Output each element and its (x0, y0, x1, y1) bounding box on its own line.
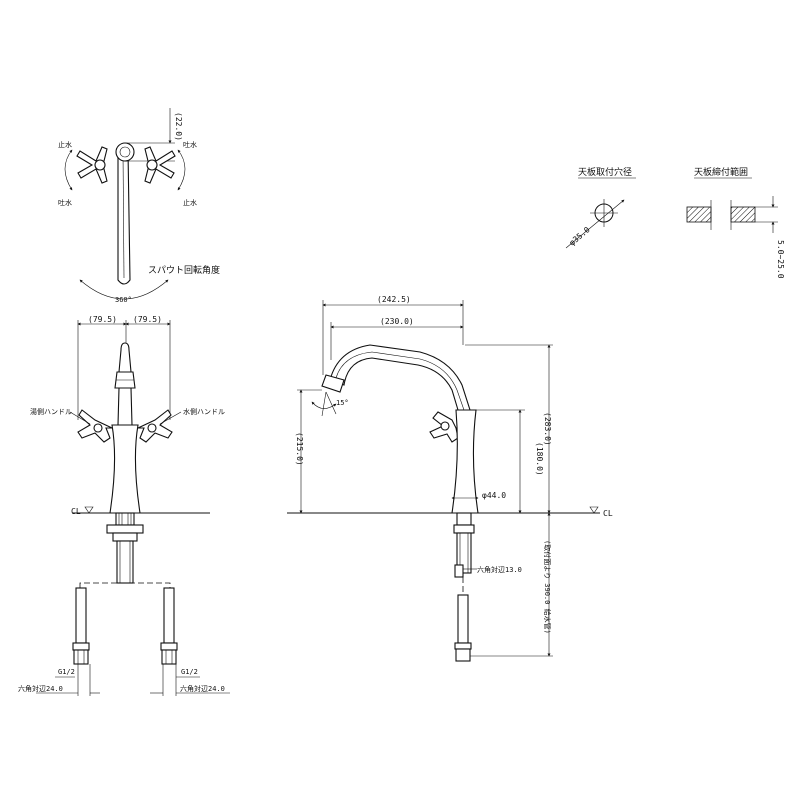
mount-range-detail: 天板締付範囲 5.0~25.0 (686, 166, 785, 279)
cold-handle-label: 水側ハンドル (183, 407, 225, 416)
dim-79-left: (79.5) (88, 315, 117, 324)
open-right: 止水 (183, 198, 197, 207)
side-cl: CL (603, 509, 613, 518)
thread-right: G1/2 (181, 668, 198, 676)
right-handle-top (144, 146, 176, 184)
side-handle (429, 411, 459, 443)
mount-range-title: 天板締付範囲 (694, 166, 748, 178)
dim-44: φ44.0 (482, 491, 506, 500)
mount-hole-title: 天板取付穴径 (578, 166, 632, 178)
stop-right: 吐水 (183, 140, 197, 149)
angle-360: 360° (115, 296, 132, 304)
left-handle-top (76, 146, 108, 184)
dim-242: (242.5) (377, 295, 411, 304)
top-view: (22.0) 止水 吐水 吐水 止水 スパウト回転角度 360° (58, 108, 220, 304)
hex-left: 六角対辺24.0 (18, 684, 63, 693)
dim-79-right: (79.5) (133, 315, 162, 324)
hot-handle-front (77, 409, 113, 443)
mount-range-dim: 5.0~25.0 (776, 240, 785, 279)
spout-rotation-label: スパウト回転角度 (148, 264, 220, 276)
dim-180: (180.0) (535, 442, 544, 476)
front-cl: CL (71, 507, 81, 516)
dim-390: (取付面より 390.0 給水管) (543, 540, 552, 634)
dim-283: (283.0) (543, 412, 552, 446)
dim-22: (22.0) (174, 112, 183, 141)
hex-right: 六角対辺24.0 (180, 684, 225, 693)
thread-left: G1/2 (58, 668, 75, 676)
hot-handle-label: 湯側ハンドル (30, 407, 72, 416)
mount-hole-dim: φ35.0 (568, 225, 592, 247)
mount-hole-detail: 天板取付穴径 φ35.0 (565, 166, 636, 249)
dim-215: (215.0) (295, 432, 304, 466)
front-view: (79.5) (79.5) 湯側ハンドル 水側ハンドル CL (18, 315, 230, 696)
hex-13: 六角対辺13.0 (477, 565, 522, 574)
side-view: (242.5) (230.0) 15° (215.0) (180.0) (283… (287, 295, 613, 662)
stop-left: 止水 (58, 140, 72, 149)
cold-handle-front (137, 409, 173, 443)
angle-15: 15° (336, 399, 349, 407)
dim-230: (230.0) (380, 317, 414, 326)
open-left: 吐水 (58, 198, 72, 207)
